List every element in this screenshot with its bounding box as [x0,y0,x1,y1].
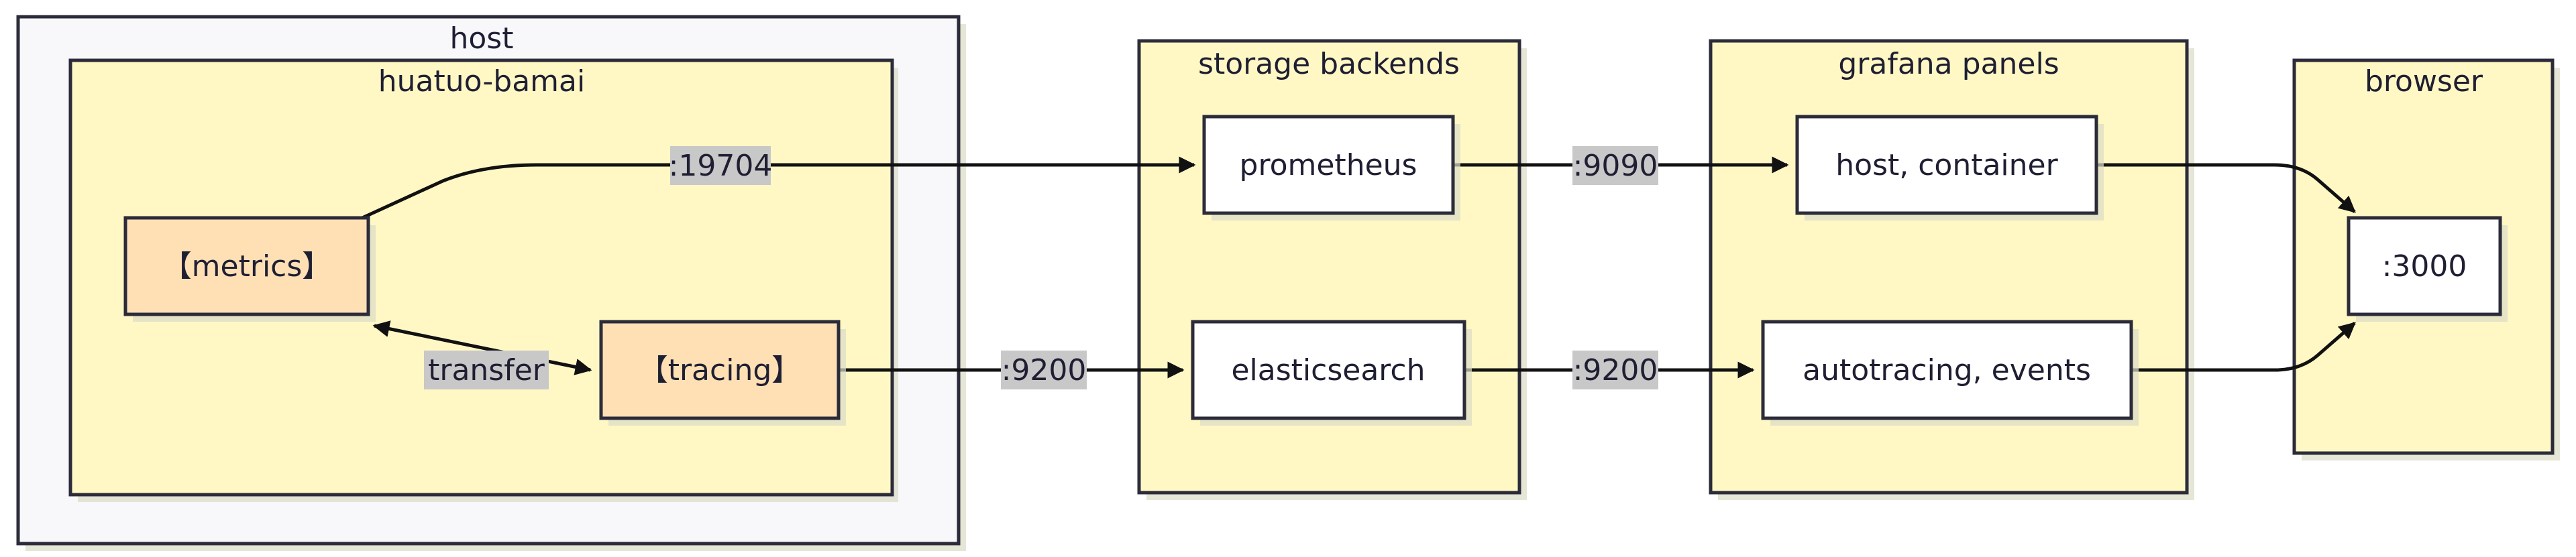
svg-text:prometheus: prometheus [1240,148,1417,182]
edge-metrics-to-prometheus [361,156,1196,220]
cluster-title-storage-backends: storage backends [1198,47,1460,81]
edge-label-19704: :19704 [669,146,773,185]
svg-text:autotracing, events: autotracing, events [1803,353,2091,387]
svg-text::9200: :9200 [1002,353,1087,387]
edge-label-9200-elasticsearch: :9200 [1572,351,1658,389]
node-tracing[interactable]: 【tracing】 [599,320,846,426]
svg-text::3000: :3000 [2382,249,2467,284]
cluster-title-grafana-panels: grafana panels [1838,47,2059,81]
svg-text::9090: :9090 [1573,149,1658,183]
edge-tracing-metrics-transfer [372,320,592,375]
cluster-storage-backends: storage backends [1137,39,1527,500]
node-port-3000[interactable]: :3000 [2347,216,2508,322]
svg-text:【tracing】: 【tracing】 [639,353,802,387]
cluster-title-host: host [450,21,514,56]
svg-text::9200: :9200 [1573,353,1658,387]
node-elasticsearch[interactable]: elasticsearch [1191,320,1472,426]
edge-label-9090: :9090 [1572,146,1658,185]
edge-autotracing-to-3000 [2131,322,2356,372]
node-prometheus[interactable]: prometheus [1202,115,1460,221]
svg-text::19704: :19704 [669,149,773,183]
svg-text:host, container: host, container [1835,148,2058,182]
edge-label-9200-tracing: :9200 [1001,351,1087,389]
cluster-title-huatuo-bamai: huatuo-bamai [378,64,585,99]
node-metrics[interactable]: 【metrics】 [123,216,376,322]
svg-text:elasticsearch: elasticsearch [1231,353,1425,387]
edge-host-container-to-3000 [2096,163,2356,213]
svg-text:【metrics】: 【metrics】 [162,249,332,284]
cluster-grafana-panels: grafana panels [1709,39,2194,500]
cluster-title-browser: browser [2365,64,2483,99]
edge-label-transfer: transfer [424,351,549,389]
cluster-browser: browser [2292,58,2560,460]
node-autotracing-events[interactable]: autotracing, events [1761,320,2139,426]
svg-text:transfer: transfer [428,353,545,387]
node-host-container[interactable]: host, container [1795,115,2104,221]
